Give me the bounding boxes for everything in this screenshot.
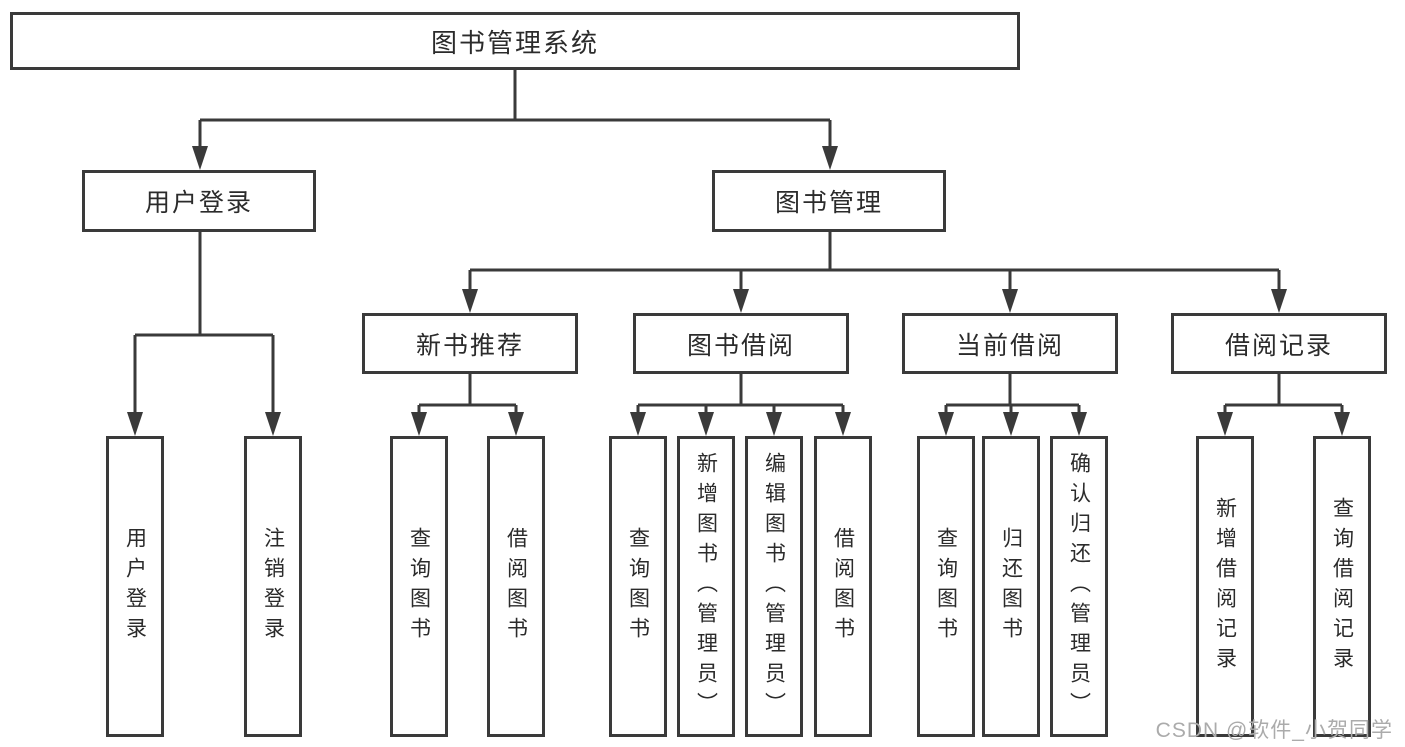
node-label: 用户登录 xyxy=(144,189,253,217)
arrowhead-icon xyxy=(1003,412,1019,436)
leaf-add-book-admin: 新增图书（管理员） xyxy=(677,436,735,737)
arrowhead-icon xyxy=(411,412,427,436)
leaf-logout: 注销登录 xyxy=(244,436,302,737)
arrowhead-icon xyxy=(1002,289,1018,313)
node-label: 借阅图书 xyxy=(831,526,855,647)
node-user-login: 用户登录 xyxy=(82,170,316,232)
leaf-query-books-1: 查询图书 xyxy=(390,436,448,737)
node-book-borrowing: 图书借阅 xyxy=(633,313,849,374)
leaf-query-borrow-record: 查询借阅记录 xyxy=(1313,436,1371,737)
arrowhead-icon xyxy=(698,412,714,436)
arrowhead-icon xyxy=(1334,412,1350,436)
arrowhead-icon xyxy=(508,412,524,436)
arrowhead-icon xyxy=(1217,412,1233,436)
node-label: 查询图书 xyxy=(934,526,958,647)
node-current-borrowing: 当前借阅 xyxy=(902,313,1118,374)
node-book-management: 图书管理 xyxy=(712,170,946,232)
node-label: 查询图书 xyxy=(626,526,650,647)
arrowhead-icon xyxy=(938,412,954,436)
leaf-add-borrow-record: 新增借阅记录 xyxy=(1196,436,1254,737)
node-borrowing-records: 借阅记录 xyxy=(1171,313,1387,374)
node-label: 图书管理系统 xyxy=(430,27,599,58)
leaf-return-books: 归还图书 xyxy=(982,436,1040,737)
node-label: 编辑图书（管理员） xyxy=(762,451,786,722)
leaf-query-books-2: 查询图书 xyxy=(609,436,667,737)
arrowhead-icon xyxy=(192,146,208,170)
node-new-book-recommend: 新书推荐 xyxy=(362,313,578,374)
arrowhead-icon xyxy=(630,412,646,436)
leaf-query-books-3: 查询图书 xyxy=(917,436,975,737)
node-label: 图书管理 xyxy=(774,189,883,217)
arrowhead-icon xyxy=(127,412,143,436)
leaf-user-login: 用户登录 xyxy=(106,436,164,737)
leaf-edit-book-admin: 编辑图书（管理员） xyxy=(745,436,803,737)
node-label: 新增借阅记录 xyxy=(1213,496,1237,677)
node-label: 查询图书 xyxy=(407,526,431,647)
node-label: 确认归还（管理员） xyxy=(1067,451,1091,722)
node-library-management-system: 图书管理系统 xyxy=(10,12,1020,70)
node-label: 注销登录 xyxy=(261,526,285,647)
node-label: 借阅图书 xyxy=(504,526,528,647)
arrowhead-icon xyxy=(462,289,478,313)
arrowhead-icon xyxy=(1271,289,1287,313)
leaf-borrow-books-1: 借阅图书 xyxy=(487,436,545,737)
node-label: 借阅记录 xyxy=(1224,331,1333,360)
arrowhead-icon xyxy=(265,412,281,436)
node-label: 当前借阅 xyxy=(955,331,1064,360)
arrowhead-icon xyxy=(835,412,851,436)
arrowhead-icon xyxy=(766,412,782,436)
node-label: 新增图书（管理员） xyxy=(694,451,718,722)
node-label: 用户登录 xyxy=(123,526,147,647)
watermark: CSDN @软件_小贺同学 xyxy=(1155,719,1393,742)
arrowhead-icon xyxy=(822,146,838,170)
node-label: 查询借阅记录 xyxy=(1330,496,1354,677)
leaf-confirm-return-admin: 确认归还（管理员） xyxy=(1050,436,1108,737)
leaf-borrow-books-2: 借阅图书 xyxy=(814,436,872,737)
node-label: 归还图书 xyxy=(999,526,1023,647)
arrowhead-icon xyxy=(733,289,749,313)
node-label: 图书借阅 xyxy=(686,331,795,360)
arrowhead-icon xyxy=(1071,412,1087,436)
node-label: 新书推荐 xyxy=(415,331,524,360)
